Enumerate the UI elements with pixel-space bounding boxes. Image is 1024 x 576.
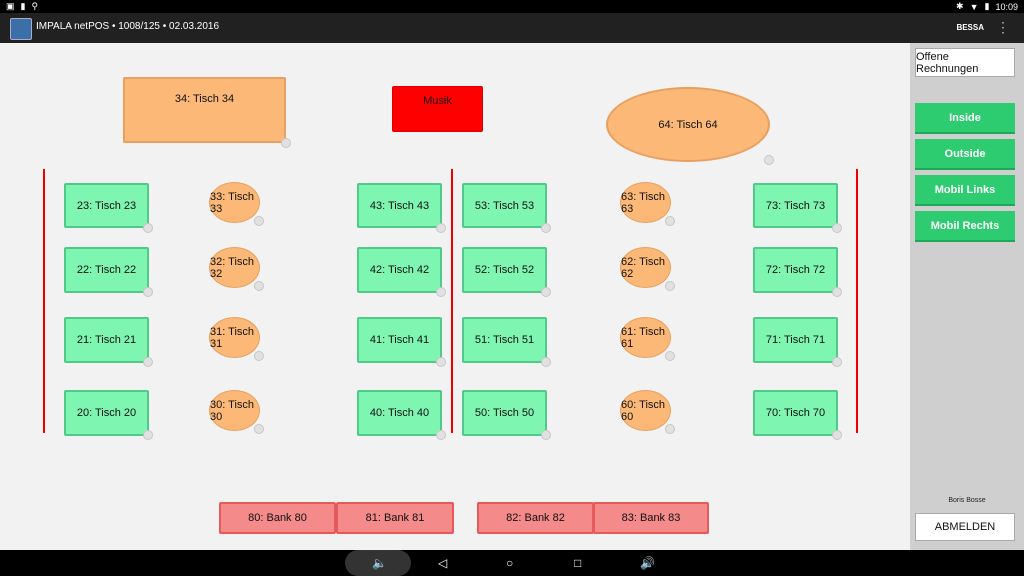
area-mobil-rechts-button[interactable]: Mobil Rechts xyxy=(915,211,1015,242)
home-icon[interactable]: ○ xyxy=(506,556,514,570)
table-43[interactable]: 43: Tisch 43 xyxy=(357,183,442,228)
table-status-dot xyxy=(143,287,153,297)
table-72[interactable]: 72: Tisch 72 xyxy=(753,247,838,293)
table-status-dot xyxy=(254,281,264,291)
table-64[interactable]: 64: Tisch 64 xyxy=(606,87,770,162)
table-status-dot xyxy=(254,424,264,434)
screenshot-icon: ▣ xyxy=(6,1,15,11)
table-status-dot xyxy=(832,287,842,297)
table-status-dot xyxy=(143,357,153,367)
table-53[interactable]: 53: Tisch 53 xyxy=(462,183,547,228)
area-mobil-links-button[interactable]: Mobil Links xyxy=(915,175,1015,206)
table-22[interactable]: 22: Tisch 22 xyxy=(64,247,149,293)
recents-icon[interactable]: □ xyxy=(574,556,582,570)
table-31[interactable]: 31: Tisch 31 xyxy=(209,317,260,358)
table-status-dot xyxy=(143,223,153,233)
table-status-dot xyxy=(541,223,551,233)
bluetooth-icon: ✱ xyxy=(956,1,964,11)
table-status-dot xyxy=(143,430,153,440)
table-status-dot xyxy=(832,357,842,367)
table-status-dot xyxy=(541,357,551,367)
volume-down-icon[interactable]: 🔈 xyxy=(372,556,387,570)
table-34[interactable]: 34: Tisch 34 xyxy=(123,77,286,143)
table-42[interactable]: 42: Tisch 42 xyxy=(357,247,442,293)
status-bar: ▣ ▮ ⚲ ✱ ▼ ▮ 10:09 xyxy=(0,0,1024,13)
app-logo-icon xyxy=(10,18,32,40)
table-21[interactable]: 21: Tisch 21 xyxy=(64,317,149,363)
table-32[interactable]: 32: Tisch 32 xyxy=(209,247,260,288)
table-status-dot xyxy=(281,138,291,148)
bank-80[interactable]: 80: Bank 80 xyxy=(219,502,336,534)
bank-81[interactable]: 81: Bank 81 xyxy=(336,502,454,534)
battery-icon: ▮ xyxy=(984,1,990,11)
notification-icon: ▮ xyxy=(20,1,26,11)
divider-line xyxy=(451,169,453,433)
table-status-dot xyxy=(832,223,842,233)
table-status-dot xyxy=(541,430,551,440)
table-60[interactable]: 60: Tisch 60 xyxy=(620,390,671,431)
app-bar: IMPALA netPOS • 1008/125 • 02.03.2016 BE… xyxy=(0,13,1024,43)
area-inside-button[interactable]: Inside xyxy=(915,103,1015,134)
table-status-dot xyxy=(436,430,446,440)
table-status-dot xyxy=(541,287,551,297)
bank-82[interactable]: 82: Bank 82 xyxy=(477,502,594,534)
overflow-menu-icon[interactable]: ⋮ xyxy=(996,19,1010,35)
table-status-dot xyxy=(436,357,446,367)
app-title: IMPALA netPOS • 1008/125 • 02.03.2016 xyxy=(36,21,220,32)
logout-button[interactable]: ABMELDEN xyxy=(915,513,1015,541)
table-status-dot xyxy=(436,223,446,233)
table-status-dot xyxy=(254,216,264,226)
sidebar: Offene Rechnungen Inside Outside Mobil L… xyxy=(910,43,1024,550)
bank-83[interactable]: 83: Bank 83 xyxy=(593,502,709,534)
table-status-dot xyxy=(665,351,675,361)
table-51[interactable]: 51: Tisch 51 xyxy=(462,317,547,363)
table-status-dot xyxy=(764,155,774,165)
table-status-dot xyxy=(254,351,264,361)
navigation-bar: 🔈 ◁ ○ □ 🔊 xyxy=(0,550,1024,576)
table-73[interactable]: 73: Tisch 73 xyxy=(753,183,838,228)
open-bills-button[interactable]: Offene Rechnungen xyxy=(915,48,1015,77)
table-30[interactable]: 30: Tisch 30 xyxy=(209,390,260,431)
table-63[interactable]: 63: Tisch 63 xyxy=(620,182,671,223)
divider-line xyxy=(43,169,45,433)
clock: 10:09 xyxy=(995,1,1018,12)
table-status-dot xyxy=(665,281,675,291)
back-icon[interactable]: ◁ xyxy=(438,556,448,570)
table-status-dot xyxy=(436,287,446,297)
table-40[interactable]: 40: Tisch 40 xyxy=(357,390,442,436)
user-name: BESSA xyxy=(956,23,984,32)
musik-area[interactable]: Musik xyxy=(392,86,483,132)
location-icon: ⚲ xyxy=(31,1,39,11)
table-71[interactable]: 71: Tisch 71 xyxy=(753,317,838,363)
floor-plan: 34: Tisch 34 Musik 64: Tisch 64 23: Tisc… xyxy=(0,43,910,550)
table-61[interactable]: 61: Tisch 61 xyxy=(620,317,671,358)
table-status-dot xyxy=(665,424,675,434)
table-52[interactable]: 52: Tisch 52 xyxy=(462,247,547,293)
table-70[interactable]: 70: Tisch 70 xyxy=(753,390,838,436)
divider-line xyxy=(856,169,858,433)
table-62[interactable]: 62: Tisch 62 xyxy=(620,247,671,288)
table-23[interactable]: 23: Tisch 23 xyxy=(64,183,149,228)
area-outside-button[interactable]: Outside xyxy=(915,139,1015,170)
table-33[interactable]: 33: Tisch 33 xyxy=(209,182,260,223)
volume-pill xyxy=(345,550,411,576)
table-20[interactable]: 20: Tisch 20 xyxy=(64,390,149,436)
table-status-dot xyxy=(832,430,842,440)
table-50[interactable]: 50: Tisch 50 xyxy=(462,390,547,436)
waiter-name: Boris Bosse xyxy=(948,497,986,504)
table-41[interactable]: 41: Tisch 41 xyxy=(357,317,442,363)
table-status-dot xyxy=(665,216,675,226)
wifi-icon: ▼ xyxy=(969,1,979,12)
volume-up-icon[interactable]: 🔊 xyxy=(640,556,655,570)
